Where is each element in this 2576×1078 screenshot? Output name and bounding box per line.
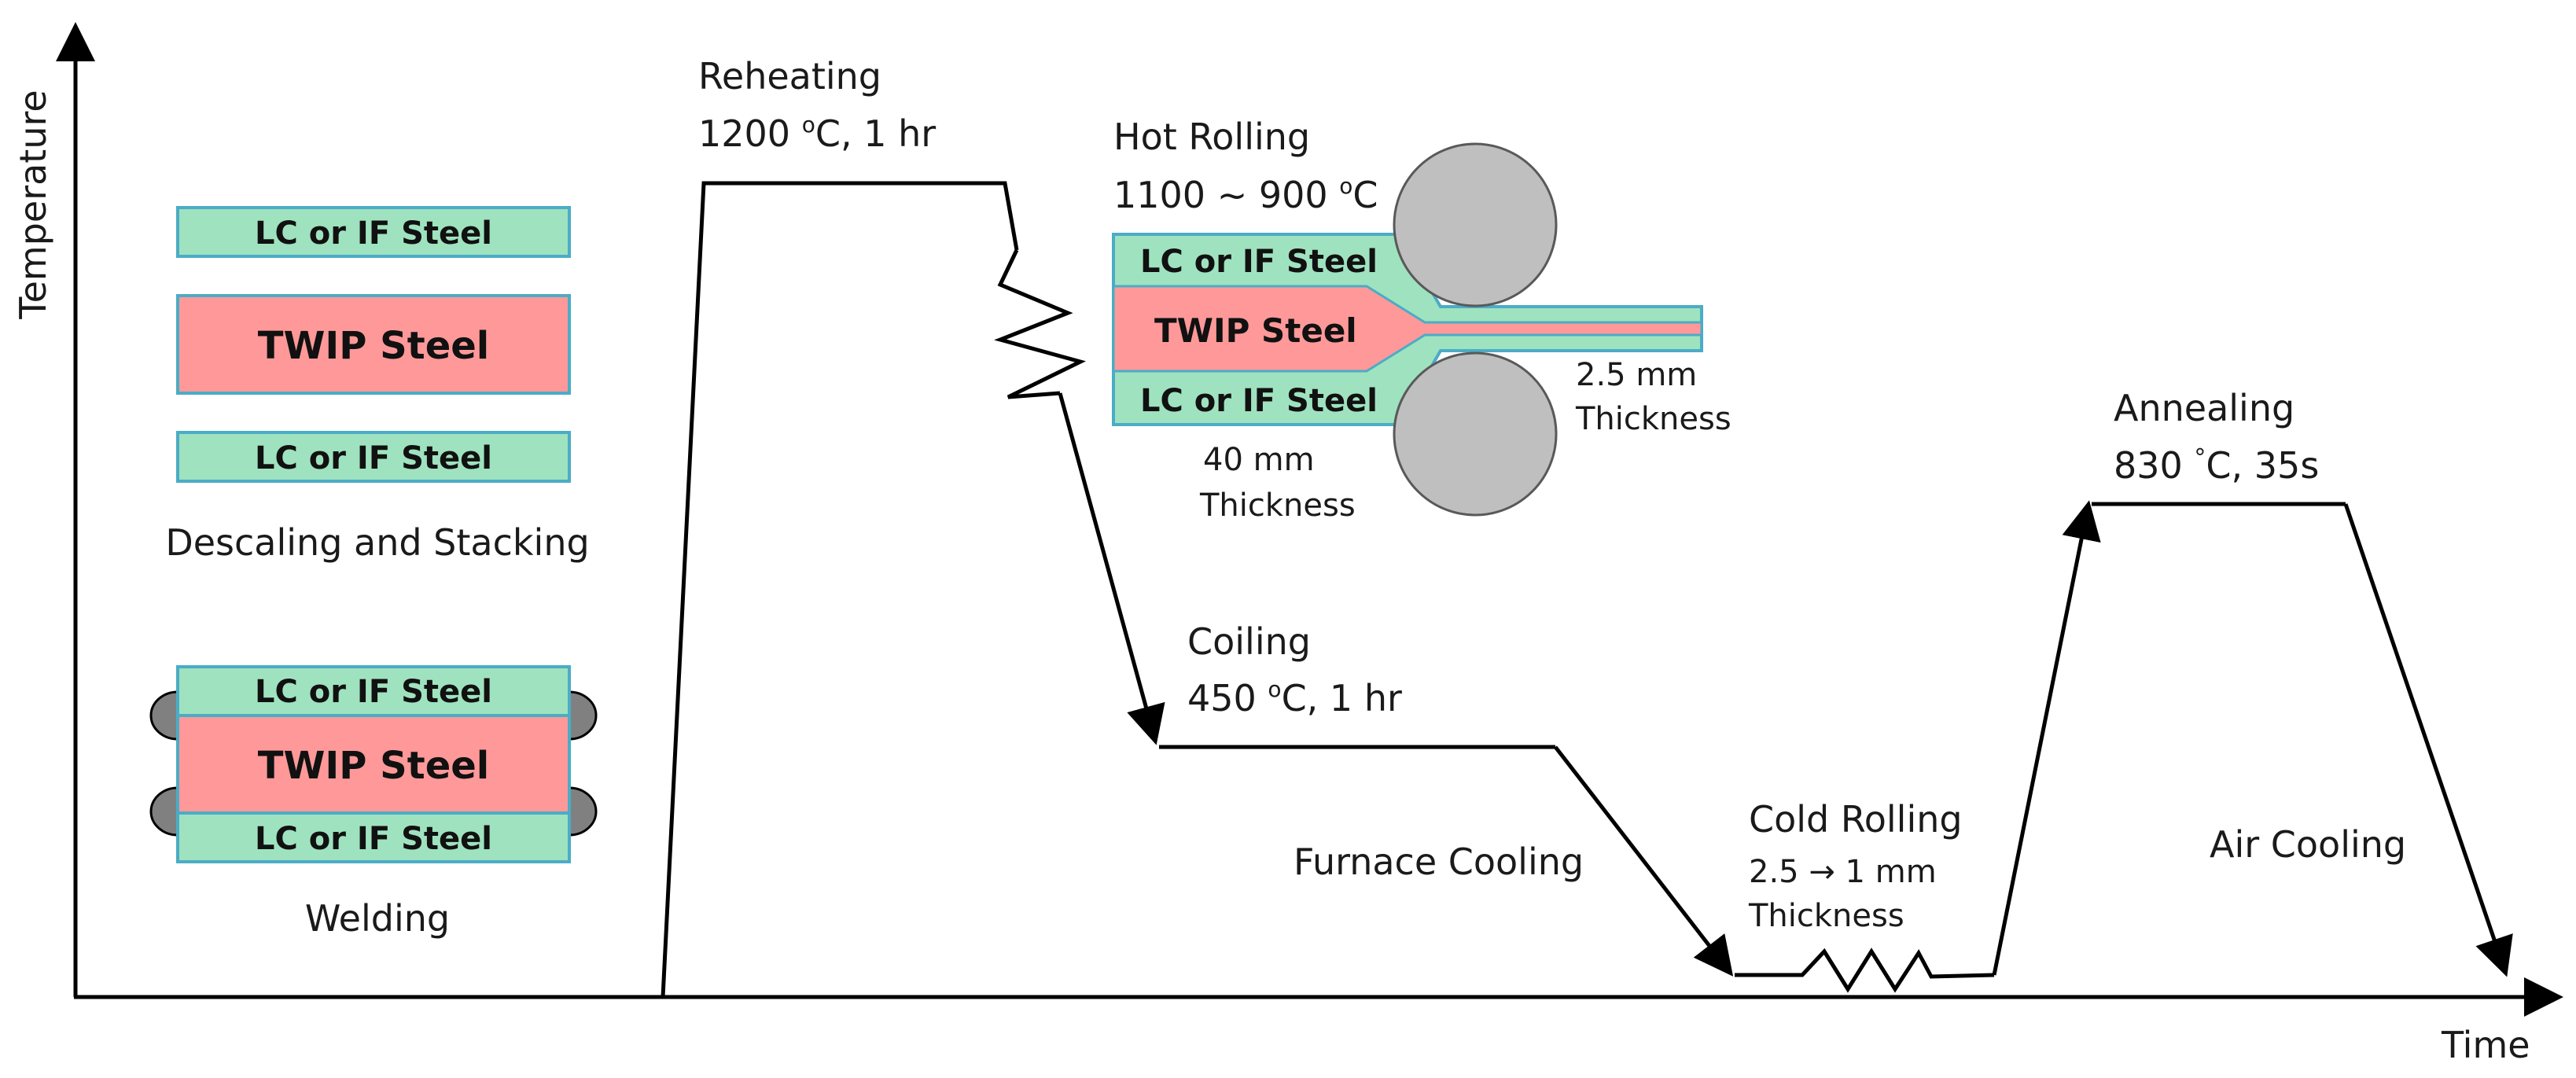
welding-caption: Welding	[305, 897, 450, 940]
stack-core	[176, 294, 571, 395]
cold-rolling-title: Cold Rolling	[1749, 798, 1963, 841]
furnace-cooling-label: Furnace Cooling	[1294, 841, 1584, 883]
cold-rolling-detail2: Thickness	[1748, 898, 1904, 934]
weld-core-label: TWIP Steel	[258, 744, 490, 788]
weld-bead-top-left	[149, 690, 179, 741]
reheating-ramp-and-hold	[661, 181, 1019, 998]
annealing-condition: 830 °C, 35s	[2114, 444, 2319, 487]
rolling-mill-illustration: LC or IF Steel TWIP Steel LC or IF Steel…	[1112, 142, 1731, 524]
stage-labels: Reheating 1200 oC, 1 hr Hot Rolling 1100…	[698, 55, 2406, 934]
stack-core-label: TWIP Steel	[258, 324, 490, 368]
hot-rolling-title: Hot Rolling	[1113, 116, 1310, 158]
annealing-title: Annealing	[2114, 387, 2294, 429]
weld-core	[176, 714, 571, 815]
reheating-title: Reheating	[698, 55, 881, 97]
weld-top-clad-label: LC or IF Steel	[255, 674, 492, 710]
air-cooling-label: Air Cooling	[2210, 823, 2406, 866]
air-cooling-line	[2343, 503, 2513, 977]
top-roller	[1393, 142, 1558, 307]
x-axis-label: Time	[2441, 1024, 2530, 1066]
output-thickness-value: 2.5 mm	[1576, 357, 1697, 393]
weld-bead-top-right	[568, 690, 598, 741]
weld-bead-bottom-right	[568, 786, 598, 837]
heating-to-annealing	[1992, 500, 2101, 976]
coiling-title: Coiling	[1187, 620, 1311, 663]
thermal-profile	[661, 181, 2513, 998]
furnace-cooling-line	[1554, 745, 1734, 977]
cooling-to-coiling	[1058, 392, 1165, 745]
stack-top-clad	[176, 206, 571, 258]
stack-top-clad-label: LC or IF Steel	[255, 215, 492, 252]
axes: Temperature Time	[12, 22, 2563, 1066]
cold-rolling-zigzag	[1735, 947, 1995, 993]
weld-bead-bottom-left	[149, 786, 179, 837]
stacking-caption: Descaling and Stacking	[165, 521, 589, 564]
output-thickness-word: Thickness	[1575, 401, 1731, 437]
cold-rolling-detail: 2.5 → 1 mm	[1749, 854, 1937, 890]
stack-bottom-clad-label: LC or IF Steel	[255, 440, 492, 476]
reheating-condition: 1200 oC, 1 hr	[698, 112, 936, 155]
mill-core-label: TWIP Steel	[1154, 311, 1357, 350]
hot-rolling-condition: 1100 ~ 900 oC	[1113, 173, 1378, 216]
stacking-illustration: LC or IF Steel TWIP Steel LC or IF Steel…	[165, 206, 590, 564]
bottom-roller	[1393, 351, 1558, 517]
weld-bottom-clad	[176, 811, 571, 863]
weld-top-clad	[176, 665, 571, 717]
input-thickness-value: 40 mm	[1203, 442, 1315, 478]
mill-top-clad-label: LC or IF Steel	[1140, 244, 1378, 280]
input-thickness-word: Thickness	[1199, 487, 1356, 524]
coiling-condition: 450 oC, 1 hr	[1187, 676, 1402, 719]
y-axis-label: Temperature	[12, 90, 54, 319]
weld-bottom-clad-label: LC or IF Steel	[255, 821, 492, 857]
mill-bottom-clad-label: LC or IF Steel	[1140, 383, 1378, 419]
stack-bottom-clad	[176, 431, 571, 483]
welding-illustration: LC or IF Steel TWIP Steel LC or IF Steel…	[149, 665, 598, 940]
hot-rolling-zigzag	[994, 248, 1087, 399]
